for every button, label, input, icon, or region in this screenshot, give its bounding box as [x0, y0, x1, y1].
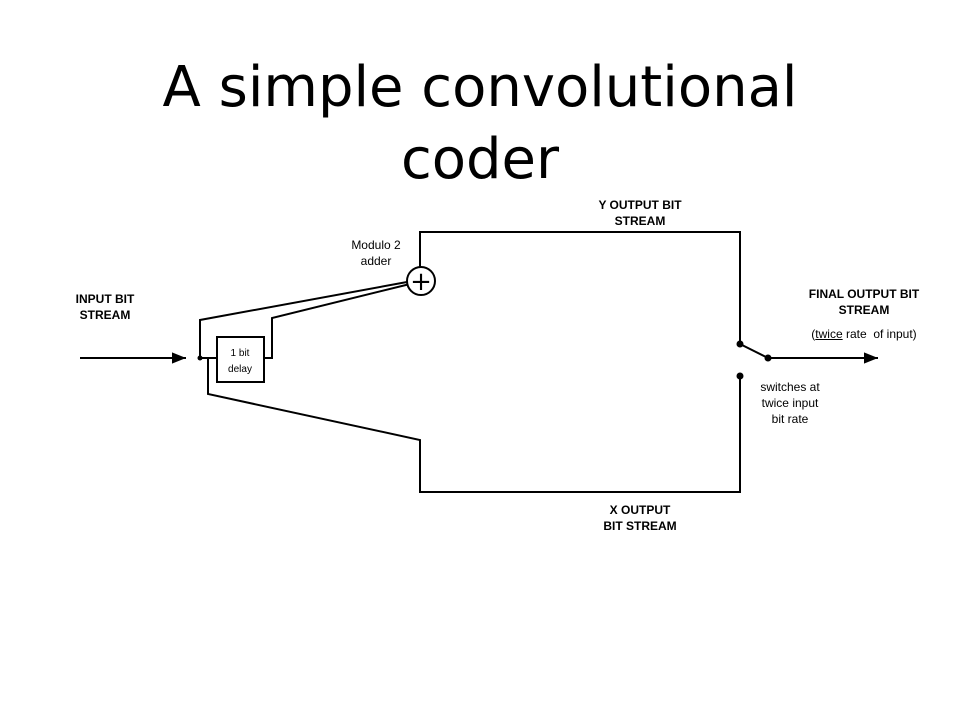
x-output-path [207, 358, 741, 493]
switch-label-line-1: switches at [760, 380, 820, 394]
adder-label-line-2: adder [360, 254, 392, 268]
input-label: INPUT BIT STREAM [50, 291, 160, 323]
x-output-label-line-2: BIT STREAM [603, 519, 677, 533]
switch-arm [739, 343, 769, 359]
y-output-label: Y OUTPUT BIT STREAM [570, 197, 710, 229]
delay-label-line-1: 1 bit [231, 348, 250, 359]
switch-label: switches at twice input bit rate [735, 379, 845, 427]
final-note-emphasis: twice [815, 327, 843, 341]
adder-circle [406, 266, 436, 296]
final-note-rest: rate of input) [842, 327, 917, 341]
switch-label-line-2: twice input [761, 396, 819, 410]
switch-contact-y [736, 340, 744, 348]
final-output-label: FINAL OUTPUT BIT STREAM [784, 286, 944, 318]
y-output-label-line-1: Y OUTPUT BIT [598, 198, 682, 212]
delay-path-to-adder [264, 283, 411, 359]
delay-label-line-2: delay [228, 364, 252, 375]
adder-label-line-1: Modulo 2 [351, 238, 401, 252]
switch-pivot [764, 354, 772, 362]
adder-label: Modulo 2 adder [326, 237, 426, 269]
y-output-path [419, 231, 741, 344]
switch-contact-x [736, 372, 744, 380]
final-output-note: (twice rate of input) [784, 326, 944, 342]
junction-dot [197, 355, 203, 361]
final-note-open: ( [811, 327, 816, 341]
adder-symbol: + [410, 267, 432, 297]
switch-label-line-3: bit rate [771, 412, 809, 426]
input-label-line-2: STREAM [79, 308, 131, 322]
y-output-label-line-2: STREAM [614, 214, 666, 228]
title-line-2: coder [400, 127, 560, 192]
final-output-label-line-1: FINAL OUTPUT BIT [808, 287, 920, 301]
x-output-label: X OUTPUT BIT STREAM [570, 502, 710, 534]
final-output-label-line-2: STREAM [838, 303, 890, 317]
title-line-1: A simple convolutional [162, 55, 798, 120]
direct-path-to-adder [199, 281, 408, 358]
x-output-label-line-1: X OUTPUT [609, 503, 671, 517]
slide-title: A simple convolutional coder [80, 52, 880, 196]
delay-box [216, 336, 265, 383]
input-label-line-1: INPUT BIT [75, 292, 135, 306]
